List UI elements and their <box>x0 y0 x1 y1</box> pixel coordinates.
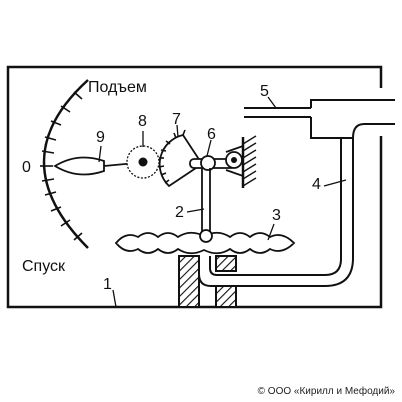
callout-1: 1 <box>103 276 112 293</box>
leader-lines <box>98 96 347 308</box>
label-descent: Спуск <box>22 258 66 275</box>
scale-ticks <box>40 91 83 241</box>
gear-sector <box>158 133 204 188</box>
capillary-tube <box>198 138 354 287</box>
dial-arc <box>42 79 89 249</box>
callout-3: 3 <box>272 207 281 224</box>
lever-pivot <box>200 155 216 171</box>
push-rod <box>201 168 211 232</box>
label-zero: 0 <box>22 159 31 176</box>
base-support-right <box>215 255 237 272</box>
bracket-pin <box>231 157 237 163</box>
callout-8: 8 <box>138 113 147 130</box>
aneroid-capsule <box>114 231 296 255</box>
instrument-case <box>6 65 383 309</box>
callout-6: 6 <box>207 126 216 143</box>
capsule-center <box>199 229 213 243</box>
pinion-axle <box>138 157 148 167</box>
wall-hatching <box>242 135 257 187</box>
label-rise: Подъем <box>88 79 147 96</box>
copyright-text: © ООО «Кирилл и Мефодий» <box>258 385 396 397</box>
callout-9: 9 <box>96 129 105 146</box>
callout-4: 4 <box>312 176 321 193</box>
callout-7: 7 <box>172 111 181 128</box>
static-pipe <box>244 99 395 139</box>
base-floor <box>199 285 237 308</box>
callout-5: 5 <box>260 83 269 100</box>
pointer <box>53 156 137 176</box>
base-support <box>178 255 200 308</box>
sector-teeth <box>158 129 186 184</box>
capillary-tube-inner <box>209 138 342 276</box>
callout-2: 2 <box>175 204 184 221</box>
